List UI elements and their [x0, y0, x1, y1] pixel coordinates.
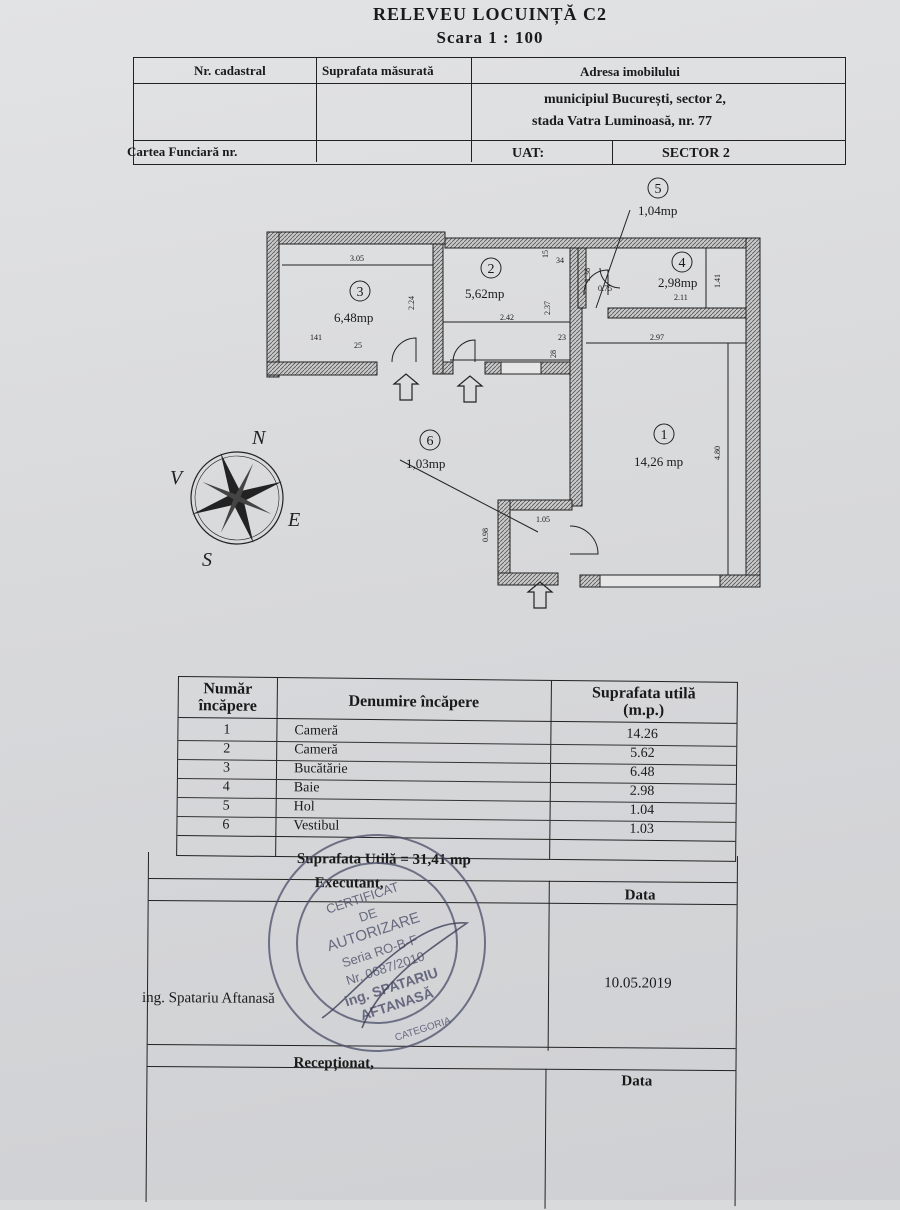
cadastral-label: Nr. cadastral — [194, 63, 266, 78]
executant-label: Executant, — [314, 875, 384, 892]
dimension-labels: 3.05 2.24 141 25 2.42 2.37 15 34 1.38 0.… — [310, 250, 722, 542]
compass-rose-icon: N S E V — [170, 427, 300, 570]
engineer-name: ing. Spatariu Aftanasă — [141, 989, 275, 1007]
col-header-name: Denumire încăpere — [348, 692, 480, 712]
dim-label: 1.05 — [536, 515, 550, 524]
room-4-label: 4 2,98mp — [658, 251, 697, 290]
received-label: Recepționat, — [293, 1055, 374, 1072]
date-label: Data — [624, 887, 656, 904]
dim-label: 2.42 — [500, 313, 514, 322]
dim-label: 15 — [541, 250, 550, 258]
svg-text:5: 5 — [655, 182, 662, 197]
surface-label: Suprafata măsurată — [322, 63, 434, 78]
signoff-section: Suprafata Utilă = 31,41 mp Executant, Da… — [142, 851, 738, 1209]
dim-label: 34 — [556, 256, 564, 265]
dim-label: 1.41 — [713, 274, 722, 288]
room-2-label: 2 5,62mp — [465, 257, 504, 301]
compass-west: V — [170, 467, 185, 489]
col-header-area: Suprafata utilă(m.p.) — [591, 684, 696, 720]
document-title: RELEVEU LOCUINȚĂ C2 — [372, 4, 608, 24]
room-5-label: 5 1,04mp — [638, 177, 677, 218]
header-table: Nr. cadastral Suprafata măsurată Adresa … — [127, 57, 846, 165]
header-divider — [612, 140, 614, 164]
date-value: 10.05.2019 — [604, 975, 672, 992]
dim-label: 2.97 — [650, 333, 664, 342]
table-divider — [148, 878, 737, 884]
dim-label: 2.11 — [674, 293, 688, 302]
dim-label: 4.80 — [713, 446, 722, 460]
header-divider — [134, 140, 845, 142]
svg-text:4: 4 — [679, 256, 686, 271]
svg-text:1,04mp: 1,04mp — [638, 203, 677, 218]
dim-label: 28 — [549, 350, 558, 358]
dim-label: 0.75 — [598, 284, 612, 293]
total-area: Suprafata Utilă = 31,41 mp — [296, 851, 471, 869]
dim-label: 2.24 — [407, 296, 416, 310]
land-book-label: Cartea Funciară nr. — [127, 144, 238, 159]
entry-arrow-icon — [392, 373, 420, 401]
svg-text:6: 6 — [427, 434, 434, 449]
dim-label: 141 — [310, 333, 322, 342]
address-line1: municipiul București, sector 2, — [544, 92, 726, 107]
dim-label: 1.38 — [583, 268, 592, 282]
table-divider — [147, 1066, 736, 1072]
compass-north: N — [251, 427, 267, 449]
compass-south: S — [202, 549, 212, 570]
svg-text:1: 1 — [661, 428, 668, 443]
svg-text:3: 3 — [357, 285, 364, 300]
scale-label: Scara 1 : 100 — [436, 28, 544, 47]
table-divider — [147, 1044, 736, 1050]
room-6-label: 6 1,03mp — [406, 429, 445, 471]
entry-arrow-icon — [456, 375, 484, 403]
entry-arrow-icon — [526, 581, 554, 609]
header-divider — [316, 58, 318, 162]
compass-east: E — [287, 509, 300, 531]
svg-text:14,26 mp: 14,26 mp — [634, 454, 683, 469]
room-3-label: 3 6,48mp — [334, 280, 373, 325]
dim-label: 3.05 — [350, 254, 364, 263]
date-label-2: Data — [621, 1073, 653, 1090]
dim-label: 0.98 — [481, 528, 490, 542]
header-divider — [471, 58, 473, 162]
address-label: Adresa imobilului — [580, 64, 680, 79]
uat-value: SECTOR 2 — [662, 146, 730, 161]
svg-text:6,48mp: 6,48mp — [334, 310, 373, 325]
table-divider — [547, 880, 551, 1051]
uat-label: UAT: — [512, 146, 545, 161]
table-divider — [544, 1068, 547, 1209]
address-line2: stada Vatra Luminoasă, nr. 77 — [532, 114, 712, 129]
svg-text:5,62mp: 5,62mp — [465, 286, 504, 301]
dim-label: 23 — [558, 333, 566, 342]
header-divider — [134, 83, 845, 85]
dim-label: 2.37 — [543, 301, 552, 315]
svg-text:2,98mp: 2,98mp — [658, 275, 697, 290]
interior-lines — [282, 209, 746, 588]
dim-label: 25 — [354, 341, 362, 350]
floor-plan: 1 14,26 mp 2 5,62mp 3 6,48mp 4 2,98mp 5 … — [266, 177, 761, 609]
svg-text:2: 2 — [488, 262, 495, 277]
room-1-label: 1 14,26 mp — [634, 423, 683, 469]
svg-text:1,03mp: 1,03mp — [406, 456, 445, 471]
